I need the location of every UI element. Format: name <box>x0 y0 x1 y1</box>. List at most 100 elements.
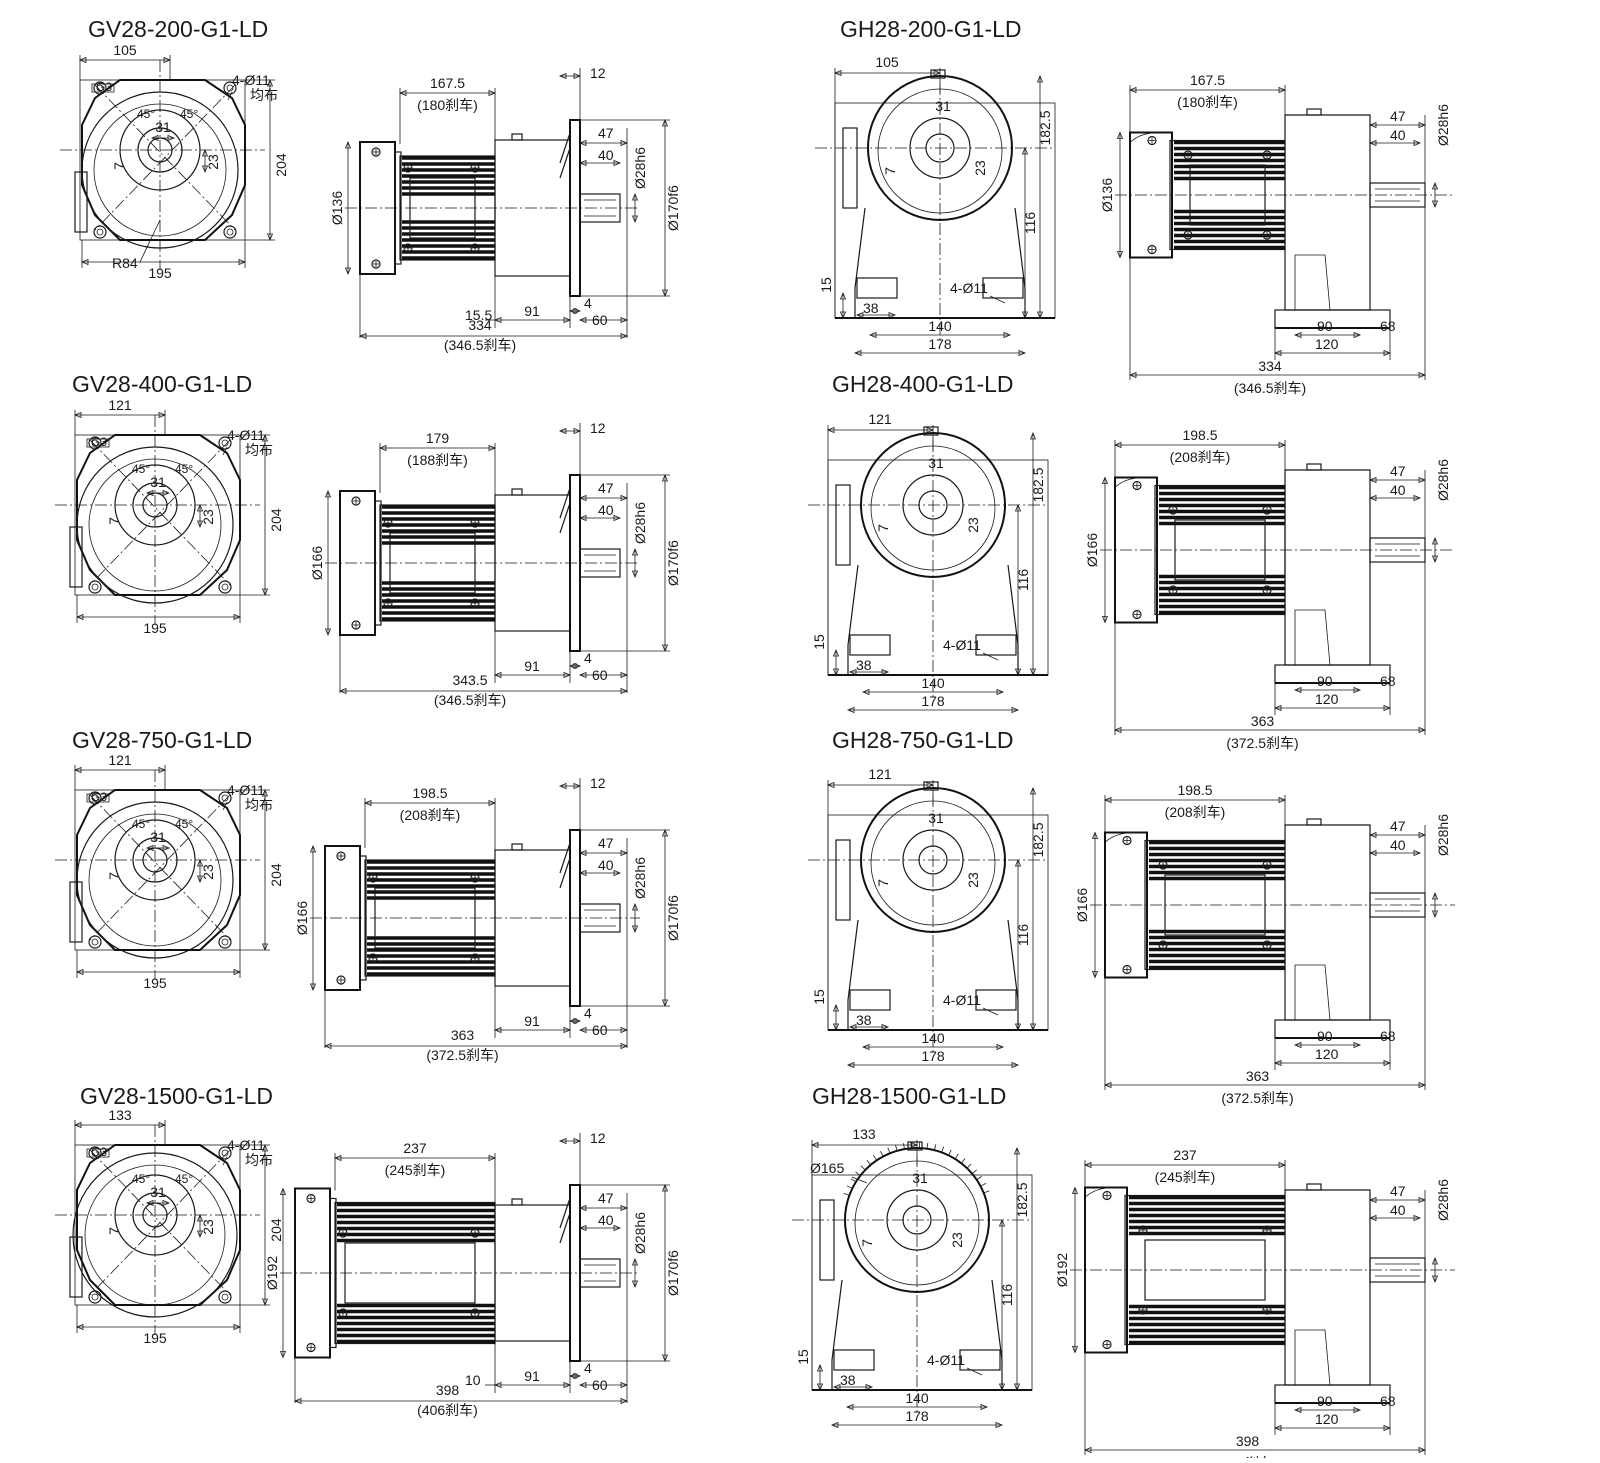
dim-key-23: 23 <box>972 160 988 176</box>
dim-total-length-brake: (346.5刹车) <box>434 692 506 708</box>
dim-shaft-diameter: Ø28h6 <box>632 857 648 899</box>
dim-shaft-diameter: Ø28h6 <box>1435 1179 1451 1221</box>
dim-total-height: 182.5 <box>1030 822 1046 857</box>
dim-shaft-length: 47 <box>1390 463 1406 479</box>
dim-motor-length: 237 <box>403 1140 427 1156</box>
dim-key-31: 31 <box>935 98 951 114</box>
nameplate-label: G3 <box>91 1145 107 1159</box>
dim-hole-span: 140 <box>921 1030 945 1046</box>
dim-key-length: 40 <box>598 147 614 163</box>
dim-total-length: 343.5 <box>452 672 487 688</box>
dim-key-31: 31 <box>928 455 944 471</box>
dim-base-width: 195 <box>143 1330 167 1346</box>
dim-total-length-brake: (346.5刹车) <box>444 337 516 353</box>
model-title: GH28-1500-G1-LD <box>812 1083 1006 1109</box>
dim-total-length: 363 <box>1251 713 1275 729</box>
dim-motor-diameter: Ø166 <box>309 546 325 580</box>
dim-foot-height: 15 <box>795 1349 811 1365</box>
dim-motor-diameter: Ø166 <box>294 901 310 935</box>
dim-total-length: 398 <box>1236 1433 1260 1449</box>
dim-total-length: 398 <box>436 1382 460 1398</box>
dim-60: 60 <box>592 312 608 328</box>
dim-shaft-diameter: Ø28h6 <box>632 147 648 189</box>
dim-motor-length-brake: (208刹车) <box>1165 804 1226 820</box>
dim-hole-span: 140 <box>905 1390 929 1406</box>
dim-60: 60 <box>592 1022 608 1038</box>
dim-motor-diameter: Ø166 <box>1074 888 1090 922</box>
model-title: GV28-200-G1-LD <box>88 16 268 42</box>
dim-motor-length: 167.5 <box>430 75 465 91</box>
dim-flange-thickness: 12 <box>590 65 606 81</box>
dim-shaft-length: 47 <box>598 125 614 141</box>
dim-key-7: 7 <box>106 872 122 880</box>
dim-top-width: 133 <box>852 1126 876 1142</box>
dim-height: 204 <box>273 153 289 177</box>
dim-4: 4 <box>584 295 592 311</box>
dim-shaft-diameter: Ø28h6 <box>1435 814 1451 856</box>
dim-foot-width: 38 <box>856 1012 872 1028</box>
dim-shaft-diameter: Ø28h6 <box>632 1212 648 1254</box>
dim-holes: 4-Ø11 <box>232 72 270 88</box>
dim-motor-length-brake: (245刹车) <box>1155 1169 1216 1185</box>
dim-foot-90: 90 <box>1317 1393 1333 1409</box>
dim-key-length: 40 <box>598 502 614 518</box>
angle-b: 45° <box>175 1172 193 1186</box>
dim-key-length: 40 <box>598 1212 614 1228</box>
dim-shaft-length: 47 <box>1390 1183 1406 1199</box>
dim-4: 4 <box>584 650 592 666</box>
dim-key-31: 31 <box>150 474 166 490</box>
dim-a: 10 <box>465 1372 481 1388</box>
dim-flange-thickness: 12 <box>590 775 606 791</box>
dim-pilot-diameter: Ø170f6 <box>665 185 681 231</box>
dim-total-length: 363 <box>1246 1068 1270 1084</box>
dim-total-length-brake: (372.5刹车) <box>426 1047 498 1063</box>
dim-gearbox-91: 91 <box>524 303 540 319</box>
dim-foot-120: 120 <box>1315 691 1339 707</box>
dim-holes: 4-Ø11 <box>227 427 265 443</box>
dim-motor-length-brake: (180刹车) <box>1177 94 1238 110</box>
dim-holes: 4-Ø11 <box>943 992 981 1008</box>
nameplate-label: G3 <box>96 80 112 94</box>
dim-foot-120: 120 <box>1315 336 1339 352</box>
dim-total-length: 334 <box>1258 358 1282 374</box>
dim-key-length: 40 <box>1390 1202 1406 1218</box>
dim-motor-length-brake: (208刹车) <box>400 807 461 823</box>
dim-motor-length: 198.5 <box>1182 427 1217 443</box>
dim-foot-120: 120 <box>1315 1411 1339 1427</box>
dim-motor-length: 179 <box>426 430 450 446</box>
dim-top-width: 121 <box>108 752 132 768</box>
angle-a: 45° <box>132 817 150 831</box>
dim-top-width: 121 <box>868 411 892 427</box>
dim-total-length-brake: (406刹车) <box>417 1402 478 1418</box>
dim-gearbox-91: 91 <box>524 658 540 674</box>
dim-base-width: 195 <box>148 265 172 281</box>
dim-foot-120: 120 <box>1315 1046 1339 1062</box>
dim-total-height: 182.5 <box>1014 1182 1030 1217</box>
dim-motor-length: 167.5 <box>1190 72 1225 88</box>
dim-flange-thickness: 12 <box>590 1130 606 1146</box>
dim-key-7: 7 <box>111 162 127 170</box>
dim-gearbox-91: 91 <box>524 1368 540 1384</box>
model-title: GV28-1500-G1-LD <box>80 1083 273 1109</box>
dim-total-height: 182.5 <box>1030 467 1046 502</box>
dim-holes: 4-Ø11 <box>943 637 981 653</box>
dim-center-height: 116 <box>999 1284 1015 1307</box>
dim-top-width: 105 <box>875 54 899 70</box>
dim-center-height: 116 <box>1015 924 1031 947</box>
model-title: GV28-400-G1-LD <box>72 371 252 397</box>
dim-holes-note: 均布 <box>250 87 278 103</box>
dim-key-23: 23 <box>965 872 981 888</box>
angle-a: 45° <box>132 1172 150 1186</box>
dim-foot-width: 38 <box>863 300 879 316</box>
dim-top-width: 133 <box>108 1107 132 1123</box>
dim-foot-90: 90 <box>1317 673 1333 689</box>
dim-holes-note: 均布 <box>245 1152 273 1168</box>
dim-4: 4 <box>584 1360 592 1376</box>
